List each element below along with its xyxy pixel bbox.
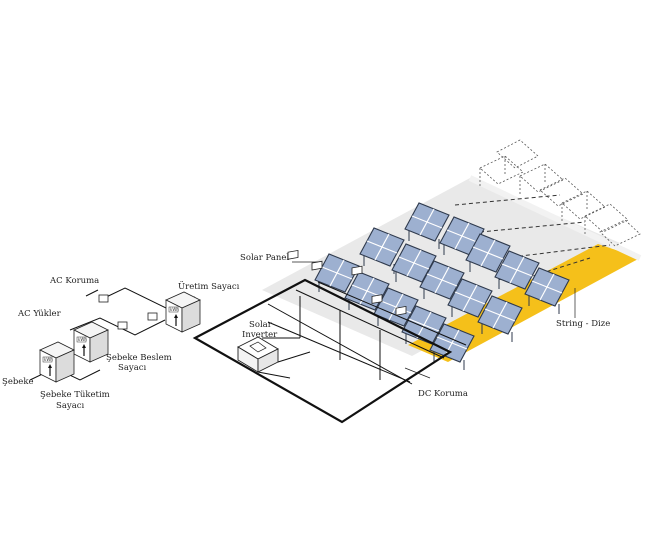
solar-panel [404,202,450,249]
solar-panel [373,287,419,334]
label-dc-koruma: DC Koruma [418,389,468,399]
label-solar-inverter-2: Inverter [242,330,278,340]
svg-text:kWh: kWh [78,337,87,342]
inverter-dc-wire [277,351,311,363]
roof-stripe [468,175,642,261]
solar-panel [477,295,523,342]
label-uretim-sayaci: Üretim Sayacı [178,280,240,292]
label-ac-yukler: AC Yükler [17,309,62,319]
label-string: String - Dize [556,319,610,329]
label-sebeke-beslem-2: Sayacı [118,363,147,373]
dc-bus-frame [192,278,453,424]
solar-panel [465,233,511,280]
uretim-sayaci-meter: kWh [165,291,201,333]
label-sebeke-tuketim-2: Sayacı [56,401,85,411]
label-solar-inverter-1: Solar [249,320,273,330]
leader-lines [292,261,576,379]
svg-text:kWh: kWh [44,357,53,362]
sebeke-tuketim-sayaci-meter: kWh [39,341,75,383]
label-solar-panel: Solar Panel [240,253,289,263]
label-ac-koruma: AC Koruma [49,276,99,286]
solar-panel [429,323,475,370]
sebeke-beslem-sayaci-meter: kWh [73,321,109,363]
ghost-panels [479,139,641,247]
ac-protection-switch [98,294,158,330]
dc-wiring [262,281,467,385]
solar-panel [447,278,493,325]
label-sebeke-beslem-1: Şebeke Beslem [106,353,172,363]
solar-panel-array [314,202,570,370]
solar-panel [524,267,570,314]
svg-text:kWh: kWh [170,307,179,312]
label-sebeke-tuketim-1: Şebeke Tüketim [40,390,110,400]
solar-panel [359,227,405,274]
solar-panel [419,260,465,307]
label-sebeke: Şebeke [2,377,34,387]
